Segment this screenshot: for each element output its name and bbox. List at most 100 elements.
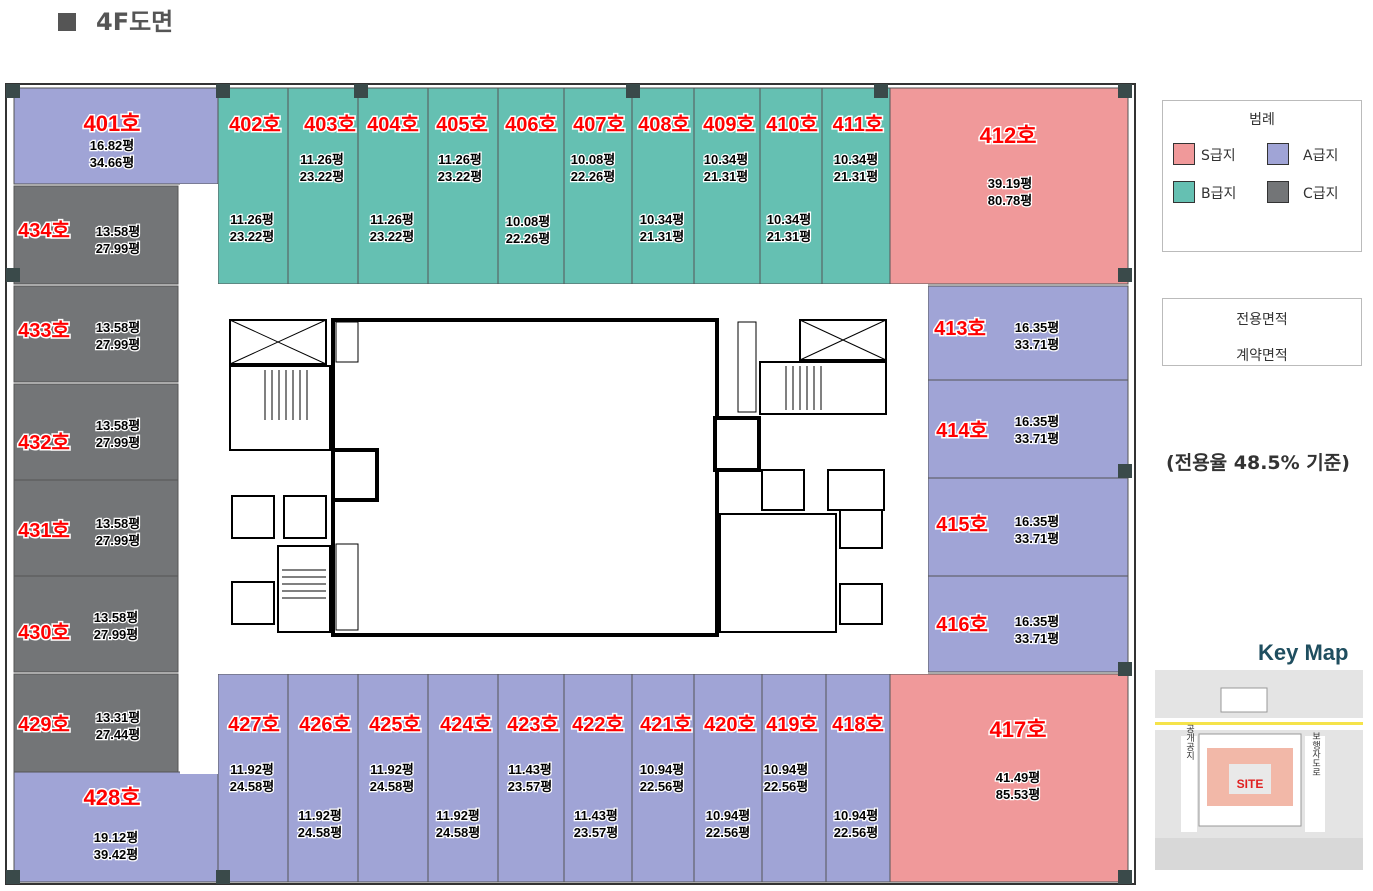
unit-exclusive-area: 10.94평 [834, 808, 879, 823]
unit-number: 401호 [84, 111, 141, 136]
unit-area-fill [427, 87, 499, 285]
legend-item-s: S급지 [1173, 143, 1236, 165]
core-area [228, 318, 888, 638]
legend-item-c: C급지 [1267, 181, 1339, 203]
elevator-right-1 [761, 469, 805, 511]
unit-contract-area: 24.58평 [370, 779, 415, 794]
unit-contract-area: 22.56평 [706, 825, 751, 840]
unit-number: 412호 [980, 123, 1037, 148]
unit-number: 415호 [936, 513, 988, 536]
structural-column [354, 84, 368, 98]
unit-contract-area: 23.22평 [300, 169, 345, 184]
unit-number: 433호 [18, 319, 70, 342]
ratio-note: (전용율 48.5% 기준) [1166, 452, 1350, 474]
keymap-right-road [1305, 736, 1325, 832]
unit-area-fill [927, 477, 1129, 577]
unit-number: 427호 [228, 713, 280, 736]
unit-number: 409호 [703, 113, 755, 136]
unit-contract-area: 27.99평 [96, 435, 141, 450]
unit-area-fill [563, 87, 633, 285]
unit-contract-area: 23.22평 [370, 229, 415, 244]
page-title: 4F도면 [58, 2, 173, 37]
elevator-left-3 [231, 581, 275, 625]
keymap-site-label: SITE [1237, 777, 1264, 791]
structural-column [626, 84, 640, 98]
area-legend-box: 전용면적 계약면적 [1162, 298, 1362, 366]
legend-box: 범례 S급지 A급지 B급지 C급지 [1162, 100, 1362, 252]
unit-exclusive-area: 10.08평 [571, 152, 616, 167]
unit-area-fill [287, 87, 359, 285]
keymap-left-road-label: 공개공지 [1184, 724, 1194, 761]
stair-left-top [229, 365, 331, 451]
unit-number: 431호 [18, 519, 70, 542]
legend-swatch-s [1173, 143, 1195, 165]
unit-contract-area: 27.99평 [96, 337, 141, 352]
unit-exclusive-area: 39.19평 [988, 176, 1033, 191]
unit-contract-area: 85.53평 [996, 787, 1041, 802]
unit-area-fill [927, 285, 1129, 381]
unit-contract-area: 27.99평 [96, 241, 141, 256]
duct-right [737, 321, 757, 413]
unit-number: 411호 [833, 113, 884, 136]
elevator-right-3 [839, 583, 883, 625]
legend-label-a: A급지 [1303, 148, 1339, 164]
unit-exclusive-area: 10.34평 [640, 212, 685, 227]
unit-exclusive-area: 11.26평 [438, 152, 482, 167]
unit-contract-area: 23.57평 [508, 779, 553, 794]
elevator-left-1 [231, 495, 275, 539]
unit-contract-area: 34.66평 [90, 155, 135, 170]
unit-number: 425호 [369, 713, 421, 736]
legend-swatch-c [1267, 181, 1289, 203]
duct-left [335, 321, 359, 363]
legend-label-c: C급지 [1303, 186, 1339, 202]
unit-area-fill [13, 673, 179, 773]
unit-area-fill [217, 87, 289, 285]
unit-exclusive-area: 13.58평 [94, 610, 139, 625]
unit-number: 421호 [640, 713, 692, 736]
unit-number: 405호 [436, 113, 488, 136]
unit-exclusive-area: 10.34평 [767, 212, 812, 227]
unit-area-fill [889, 87, 1129, 285]
unit-area-fill [693, 673, 763, 883]
unit-contract-area: 22.56평 [764, 779, 809, 794]
unit-number: 434호 [18, 219, 70, 242]
legend-swatch-b [1173, 181, 1195, 203]
unit-contract-area: 33.71평 [1015, 431, 1060, 446]
structural-column [1118, 268, 1132, 282]
unit-number: 419호 [766, 713, 818, 736]
keymap-left-road [1181, 736, 1197, 832]
corridor-left [180, 184, 218, 774]
unit-area-fill [287, 673, 359, 883]
unit-contract-area: 39.42평 [94, 847, 139, 862]
unit-exclusive-area: 10.08평 [506, 214, 551, 229]
unit-contract-area: 23.57평 [574, 825, 619, 840]
unit-area-fill [563, 673, 633, 883]
legend-swatch-a [1267, 143, 1289, 165]
unit-exclusive-area: 10.94평 [640, 762, 685, 777]
unit-number: 416호 [936, 613, 988, 636]
unit-contract-area: 22.56평 [640, 779, 685, 794]
core-void [331, 318, 719, 637]
unit-exclusive-area: 11.92평 [370, 762, 414, 777]
unit-number: 423호 [507, 713, 559, 736]
unit-number: 406호 [505, 113, 557, 136]
unit-number: 430호 [18, 621, 70, 644]
unit-area-fill [759, 87, 823, 285]
unit-contract-area: 21.31평 [704, 169, 749, 184]
elevator-left-2 [283, 495, 327, 539]
unit-contract-area: 33.71평 [1015, 531, 1060, 546]
keymap: SITE 공개공지 보행자도로 [1155, 670, 1363, 870]
